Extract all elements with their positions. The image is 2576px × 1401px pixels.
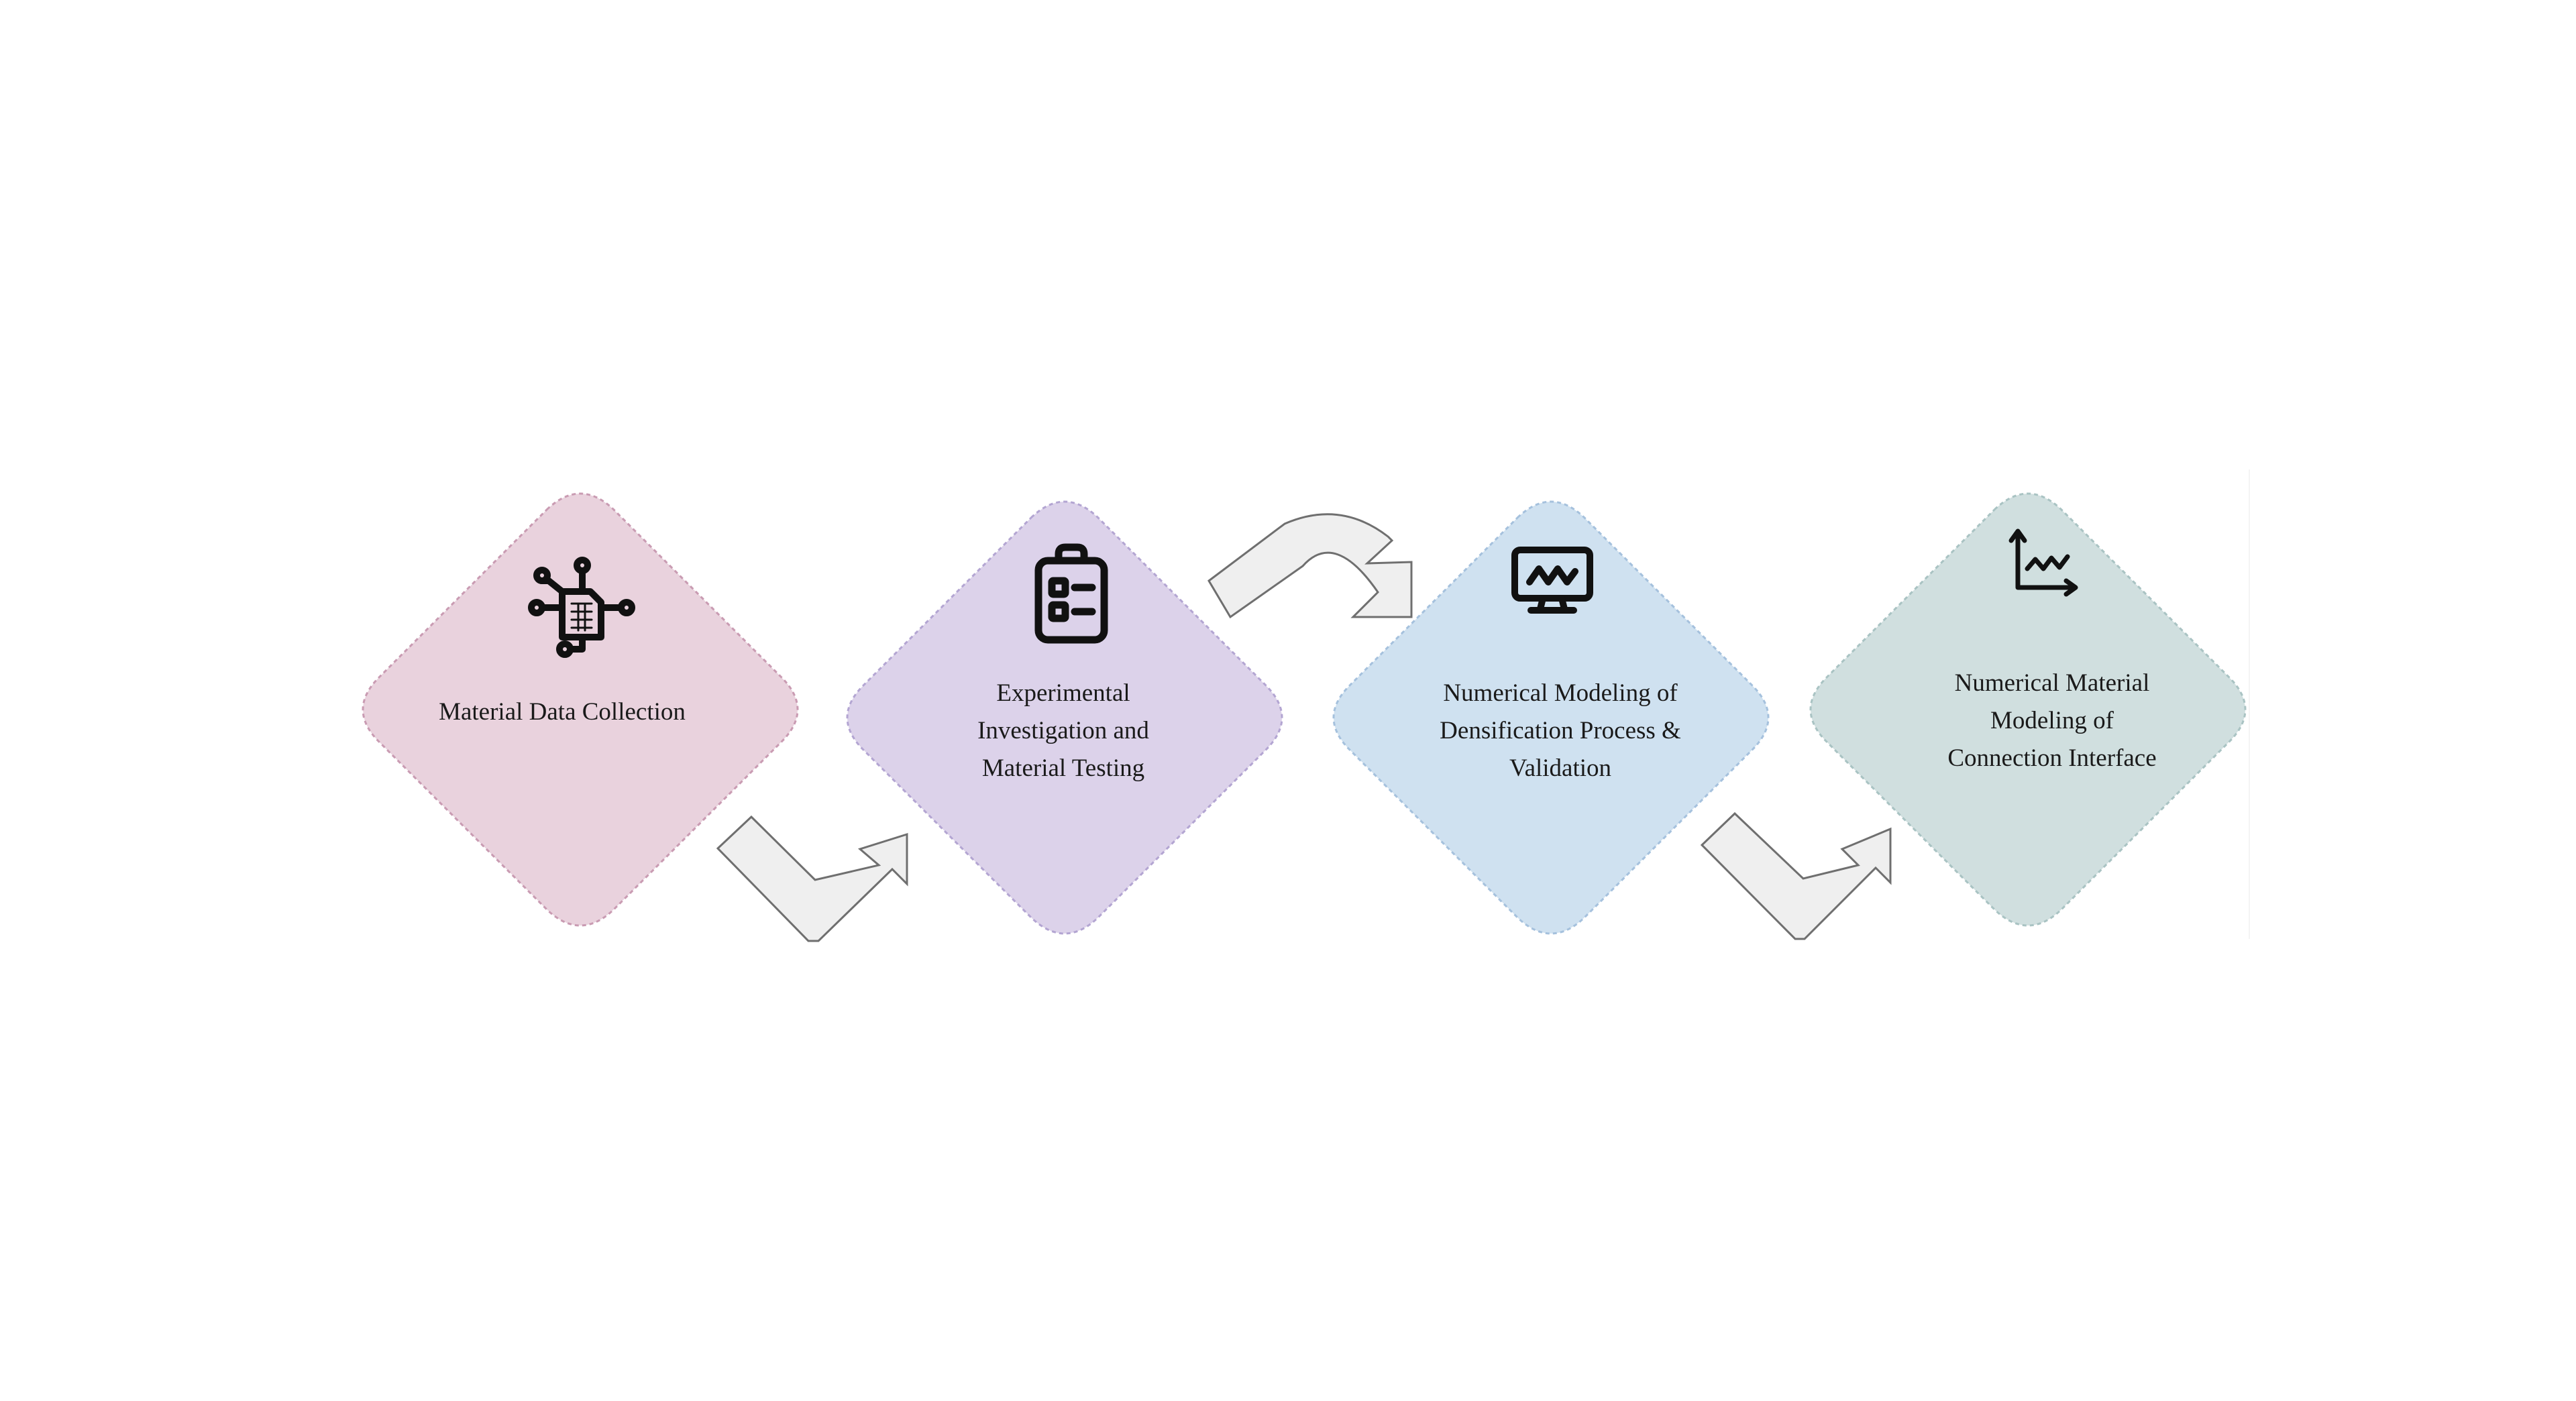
line-chart-icon: [2008, 528, 2078, 597]
clipboard-checklist-icon: [1034, 543, 1108, 644]
step-1-shape: [362, 492, 799, 927]
step-1-label: Material Data Collection: [439, 698, 686, 726]
step-3-diamond: [1332, 500, 1770, 935]
step-1-diamond: [362, 492, 799, 927]
step-3-label: Numerical Modeling of Densification Proc…: [1440, 679, 1681, 782]
step-4-label: Numerical Material Modeling of Connectio…: [1947, 669, 2157, 772]
connector-arrow-1: [716, 815, 908, 942]
step-2-label: Experimental Investigation and Material …: [977, 679, 1149, 782]
panel-divider: [2249, 469, 2250, 939]
step-4-diamond: [1809, 492, 2247, 927]
connector-arrow-3: [1700, 811, 1892, 940]
data-chip-icon: [528, 557, 635, 658]
connector-arrow-2: [1208, 513, 1413, 619]
step-2-shape: [846, 500, 1283, 935]
step-4-shape: [1809, 492, 2247, 927]
step-3-shape: [1332, 500, 1770, 935]
monitor-wave-icon: [1511, 547, 1593, 614]
step-2-diamond: [846, 500, 1283, 935]
